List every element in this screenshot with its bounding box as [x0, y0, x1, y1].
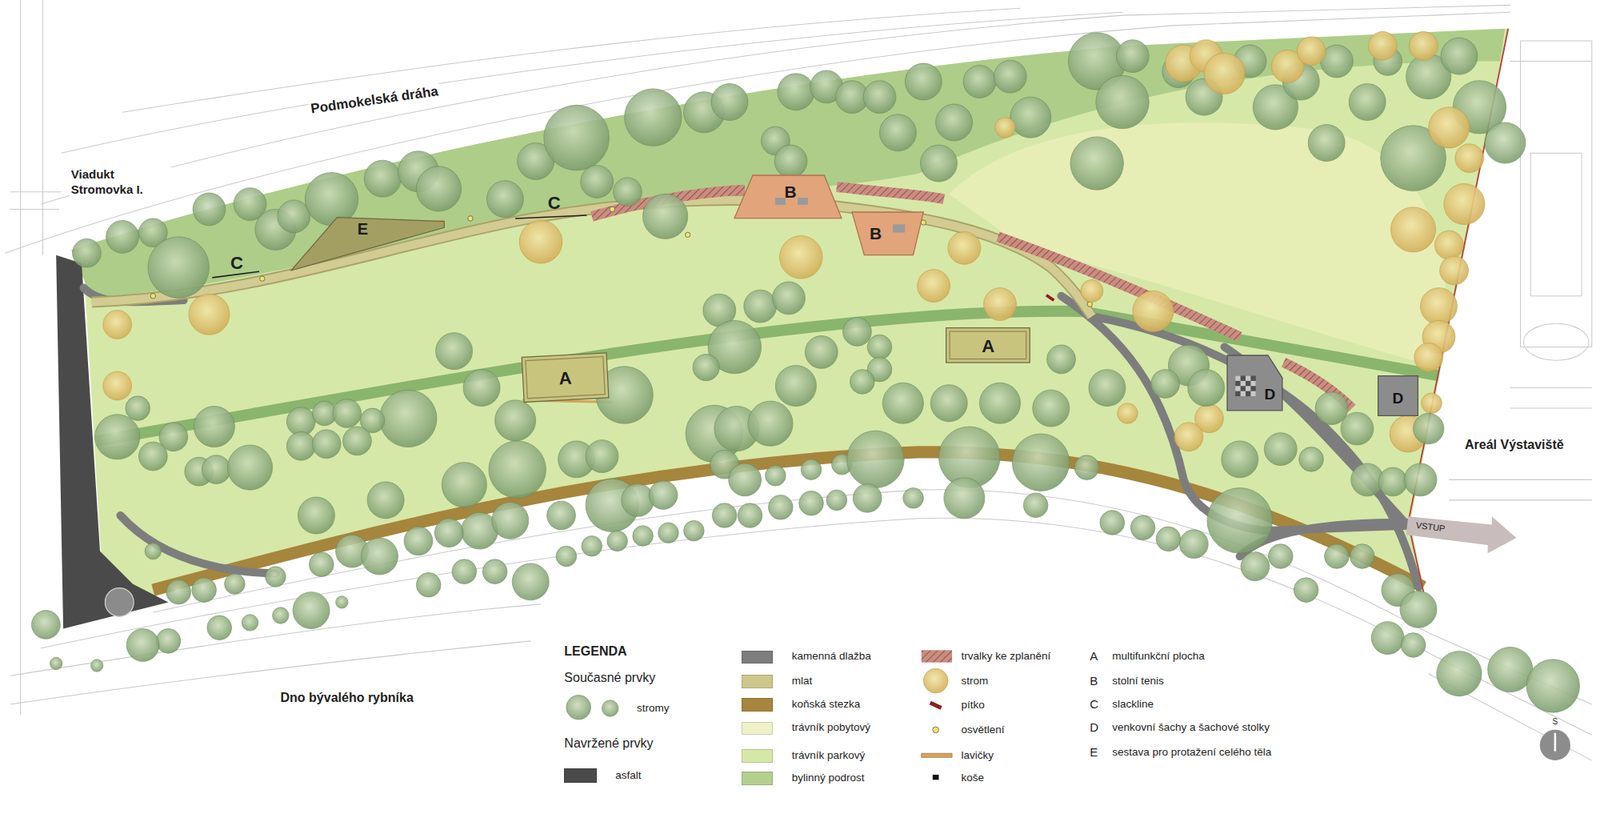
area-name: Dno bývalého rybníka	[279, 689, 416, 706]
railway-name: Podmokelská dráha	[308, 82, 441, 118]
multifunction-area: A	[521, 352, 610, 403]
legend-text: multifunkční plocha	[1112, 649, 1205, 663]
slackline-marker: C	[548, 192, 561, 215]
legend-text: trvalky ke zplanění	[961, 649, 1052, 663]
legend-text: koše	[961, 771, 985, 784]
area-letter: B	[784, 182, 796, 200]
legend-swatch	[741, 650, 772, 664]
legend-text: sestava pro protažení celého těla	[1112, 745, 1272, 759]
legend-heading: Současné prvky	[564, 669, 656, 686]
area-letter: A	[981, 337, 995, 356]
legend-swatch	[741, 674, 772, 688]
chess-area: D	[1377, 375, 1419, 416]
area-name: Areál Výstaviště	[1463, 436, 1566, 453]
stretch-area: E	[291, 215, 444, 271]
legend-text: slackline	[1112, 697, 1154, 711]
area-letter: B	[869, 224, 882, 242]
legend-text: bylinný podrost	[792, 771, 865, 784]
area-shape	[1227, 355, 1283, 411]
legend-text: stromy	[636, 701, 670, 715]
chess-area: D	[1227, 355, 1283, 411]
legend-text: stolní tenis	[1112, 674, 1164, 688]
legend-text: asfalt	[615, 768, 641, 782]
legend-letter: B	[1089, 672, 1098, 688]
legend-text: osvětlení	[961, 723, 1005, 736]
table-tennis-area: B	[734, 175, 842, 219]
legend-swatch	[741, 697, 772, 712]
multifunction-area: A	[945, 327, 1031, 364]
legend-swatch	[564, 768, 597, 783]
viaduct-name: Viadukt Stromovka I.	[69, 167, 173, 198]
area-shape	[852, 212, 924, 256]
legend-letter: E	[1089, 744, 1098, 760]
legend-heading: Navržené prvky	[564, 735, 653, 752]
legend-text: mlat	[792, 674, 813, 688]
north-arrow-label: S	[1552, 716, 1559, 728]
area-letter: E	[357, 220, 368, 237]
legend-text: trávník parkový	[792, 748, 866, 762]
legend-text: strom	[961, 674, 989, 688]
legend-swatch	[741, 771, 772, 785]
legend-swatch	[741, 748, 772, 763]
legend-text: koňská stezka	[792, 697, 861, 711]
legend-text: kamenná dlažba	[792, 649, 872, 663]
area-letter: D	[1264, 386, 1276, 402]
area-letter: D	[1392, 390, 1404, 406]
slackline-marker: C	[230, 252, 244, 275]
legend-text: trávník pobytový	[792, 720, 871, 734]
legend-swatch	[741, 721, 772, 736]
legend-text: lavičky	[961, 748, 995, 762]
table-tennis-area: B	[852, 212, 924, 256]
legend-text: venkovní šachy a šachové stolky	[1112, 720, 1270, 734]
legend-letter: A	[1089, 648, 1098, 664]
legend-text: pítko	[961, 698, 985, 712]
legend-letter: D	[1089, 720, 1099, 736]
legend-title: LEGENDA	[564, 643, 627, 660]
area-letter: A	[558, 368, 572, 388]
legend-letter: C	[1089, 696, 1099, 712]
